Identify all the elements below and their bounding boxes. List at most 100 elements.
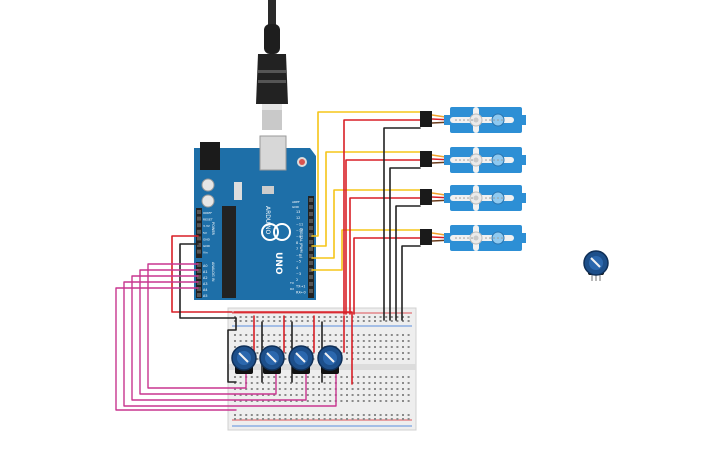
wire-magenta-a1[interactable]	[139, 269, 277, 395]
breadboard-hole[interactable]	[234, 414, 236, 416]
breadboard-hole[interactable]	[340, 376, 343, 378]
power-pin[interactable]	[197, 236, 201, 241]
breadboard-hole[interactable]	[290, 400, 292, 402]
breadboard-hole[interactable]	[385, 320, 388, 322]
breadboard-hole[interactable]	[346, 388, 348, 390]
breadboard-hole[interactable]	[379, 388, 382, 390]
breadboard-hole[interactable]	[329, 340, 332, 342]
digital-pin[interactable]	[309, 233, 313, 237]
breadboard-hole[interactable]	[362, 316, 365, 318]
breadboard-hole[interactable]	[295, 394, 298, 396]
breadboard-hole[interactable]	[368, 418, 371, 420]
breadboard-hole[interactable]	[374, 316, 376, 318]
wire-red-5v[interactable]	[171, 235, 233, 313]
breadboard-hole[interactable]	[239, 418, 242, 420]
breadboard-hole[interactable]	[306, 382, 309, 384]
breadboard-hole[interactable]	[362, 394, 365, 396]
breadboard-hole[interactable]	[402, 388, 404, 390]
breadboard-hole[interactable]	[318, 340, 320, 342]
breadboard-hole[interactable]	[362, 340, 365, 342]
breadboard-hole[interactable]	[234, 394, 236, 396]
breadboard-hole[interactable]	[357, 334, 360, 336]
breadboard-hole[interactable]	[402, 418, 404, 420]
breadboard-hole[interactable]	[318, 316, 320, 318]
breadboard-hole[interactable]	[357, 400, 360, 402]
breadboard-hole[interactable]	[306, 388, 309, 390]
breadboard-hole[interactable]	[318, 394, 320, 396]
breadboard-hole[interactable]	[362, 358, 365, 360]
breadboard-hole[interactable]	[351, 414, 354, 416]
breadboard-hole[interactable]	[306, 418, 309, 420]
breadboard-hole[interactable]	[351, 418, 354, 420]
breadboard-hole[interactable]	[351, 400, 354, 402]
breadboard-hole[interactable]	[368, 346, 371, 348]
breadboard-hole[interactable]	[256, 414, 259, 416]
breadboard-hole[interactable]	[267, 320, 270, 322]
breadboard-hole[interactable]	[250, 376, 253, 378]
breadboard-hole[interactable]	[396, 316, 399, 318]
breadboard-hole[interactable]	[334, 334, 337, 336]
power-pin[interactable]	[197, 243, 201, 247]
breadboard-hole[interactable]	[295, 334, 298, 336]
wire-yellow-servo4[interactable]	[311, 229, 421, 271]
breadboard-hole[interactable]	[329, 388, 332, 390]
breadboard-hole[interactable]	[340, 394, 343, 396]
breadboard-hole[interactable]	[318, 388, 320, 390]
breadboard-hole[interactable]	[346, 382, 348, 384]
breadboard-hole[interactable]	[357, 418, 360, 420]
breadboard-hole[interactable]	[396, 394, 399, 396]
breadboard-hole[interactable]	[278, 346, 281, 348]
breadboard-hole[interactable]	[278, 388, 281, 390]
breadboard-hole[interactable]	[334, 414, 337, 416]
breadboard-hole[interactable]	[385, 352, 388, 354]
wire-black-servo3[interactable]	[395, 205, 421, 321]
breadboard-hole[interactable]	[239, 376, 242, 378]
breadboard-hole[interactable]	[318, 346, 320, 348]
breadboard-hole[interactable]	[374, 418, 376, 420]
breadboard-hole[interactable]	[340, 382, 343, 384]
breadboard-hole[interactable]	[256, 316, 259, 318]
analog-pin[interactable]	[197, 263, 201, 267]
breadboard-hole[interactable]	[278, 414, 281, 416]
breadboard-hole[interactable]	[301, 340, 304, 342]
loose-potentiometer[interactable]	[583, 250, 609, 281]
breadboard-hole[interactable]	[290, 334, 292, 336]
breadboard-hole[interactable]	[329, 414, 332, 416]
breadboard-hole[interactable]	[323, 340, 326, 342]
breadboard-hole[interactable]	[323, 334, 326, 336]
breadboard-hole[interactable]	[374, 358, 376, 360]
breadboard-hole[interactable]	[396, 346, 399, 348]
breadboard-hole[interactable]	[273, 418, 276, 420]
breadboard-hole[interactable]	[368, 340, 371, 342]
breadboard-hole[interactable]	[340, 418, 343, 420]
breadboard-hole[interactable]	[374, 376, 376, 378]
breadboard-hole[interactable]	[379, 376, 382, 378]
breadboard-hole[interactable]	[239, 340, 242, 342]
breadboard-hole[interactable]	[396, 358, 399, 360]
breadboard-hole[interactable]	[390, 394, 393, 396]
breadboard-hole[interactable]	[390, 352, 393, 354]
breadboard-hole[interactable]	[390, 382, 393, 384]
breadboard-hole[interactable]	[284, 376, 287, 378]
breadboard-hole[interactable]	[357, 382, 360, 384]
breadboard-hole[interactable]	[234, 334, 236, 336]
wire-red-servo3[interactable]	[349, 197, 421, 315]
breadboard-hole[interactable]	[368, 394, 371, 396]
breadboard-hole[interactable]	[245, 414, 248, 416]
breadboard-hole[interactable]	[351, 394, 354, 396]
breadboard-hole[interactable]	[245, 320, 248, 322]
breadboard-hole[interactable]	[262, 376, 264, 378]
breadboard-hole[interactable]	[385, 334, 388, 336]
breadboard-hole[interactable]	[362, 334, 365, 336]
breadboard-hole[interactable]	[340, 388, 343, 390]
breadboard-hole[interactable]	[278, 394, 281, 396]
breadboard-hole[interactable]	[256, 334, 259, 336]
breadboard-hole[interactable]	[329, 418, 332, 420]
breadboard-hole[interactable]	[290, 382, 292, 384]
breadboard-hole[interactable]	[262, 414, 264, 416]
breadboard-hole[interactable]	[407, 334, 410, 336]
wire-black-servo4[interactable]	[401, 245, 421, 321]
breadboard-hole[interactable]	[407, 320, 410, 322]
breadboard-hole[interactable]	[290, 346, 292, 348]
breadboard-hole[interactable]	[385, 382, 388, 384]
